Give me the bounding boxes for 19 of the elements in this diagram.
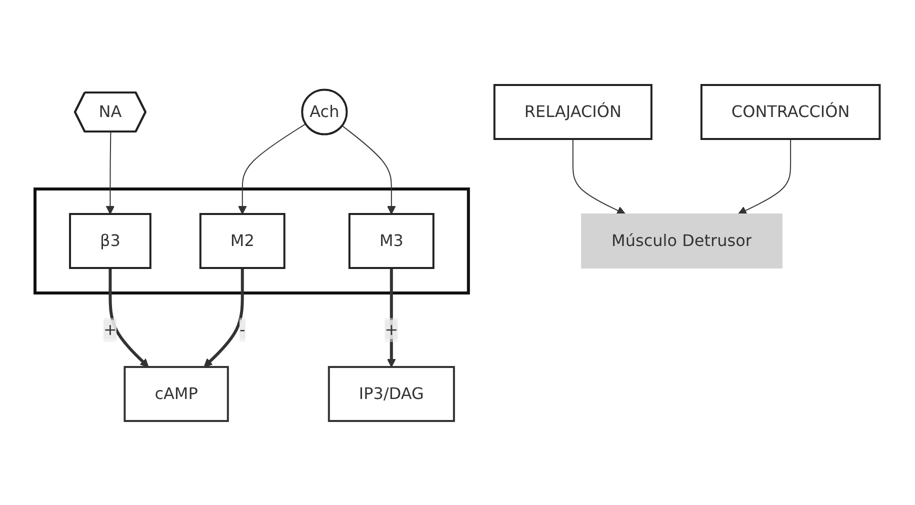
node-box: RELAJACIÓN (494, 84, 653, 140)
arrow (108, 268, 149, 367)
arrow (342, 124, 396, 214)
arrow (572, 138, 626, 214)
node-circle: Ach (301, 88, 348, 135)
arrow (738, 138, 792, 214)
node-box: M2 (200, 212, 286, 268)
edge-label: + (104, 319, 118, 338)
arrow (238, 122, 306, 214)
cluster (34, 187, 470, 294)
edge-label: + (384, 319, 398, 338)
edge-label: - (240, 319, 246, 338)
node-box: cAMP (124, 365, 230, 422)
node-box: CONTRACCIÓN (700, 84, 881, 140)
node-box: M3 (348, 212, 435, 268)
node-box: β3 (69, 212, 152, 268)
arrow (106, 131, 115, 214)
node-box: IP3/DAG (328, 365, 456, 422)
node-box: Músculo Detrusor (581, 213, 783, 268)
